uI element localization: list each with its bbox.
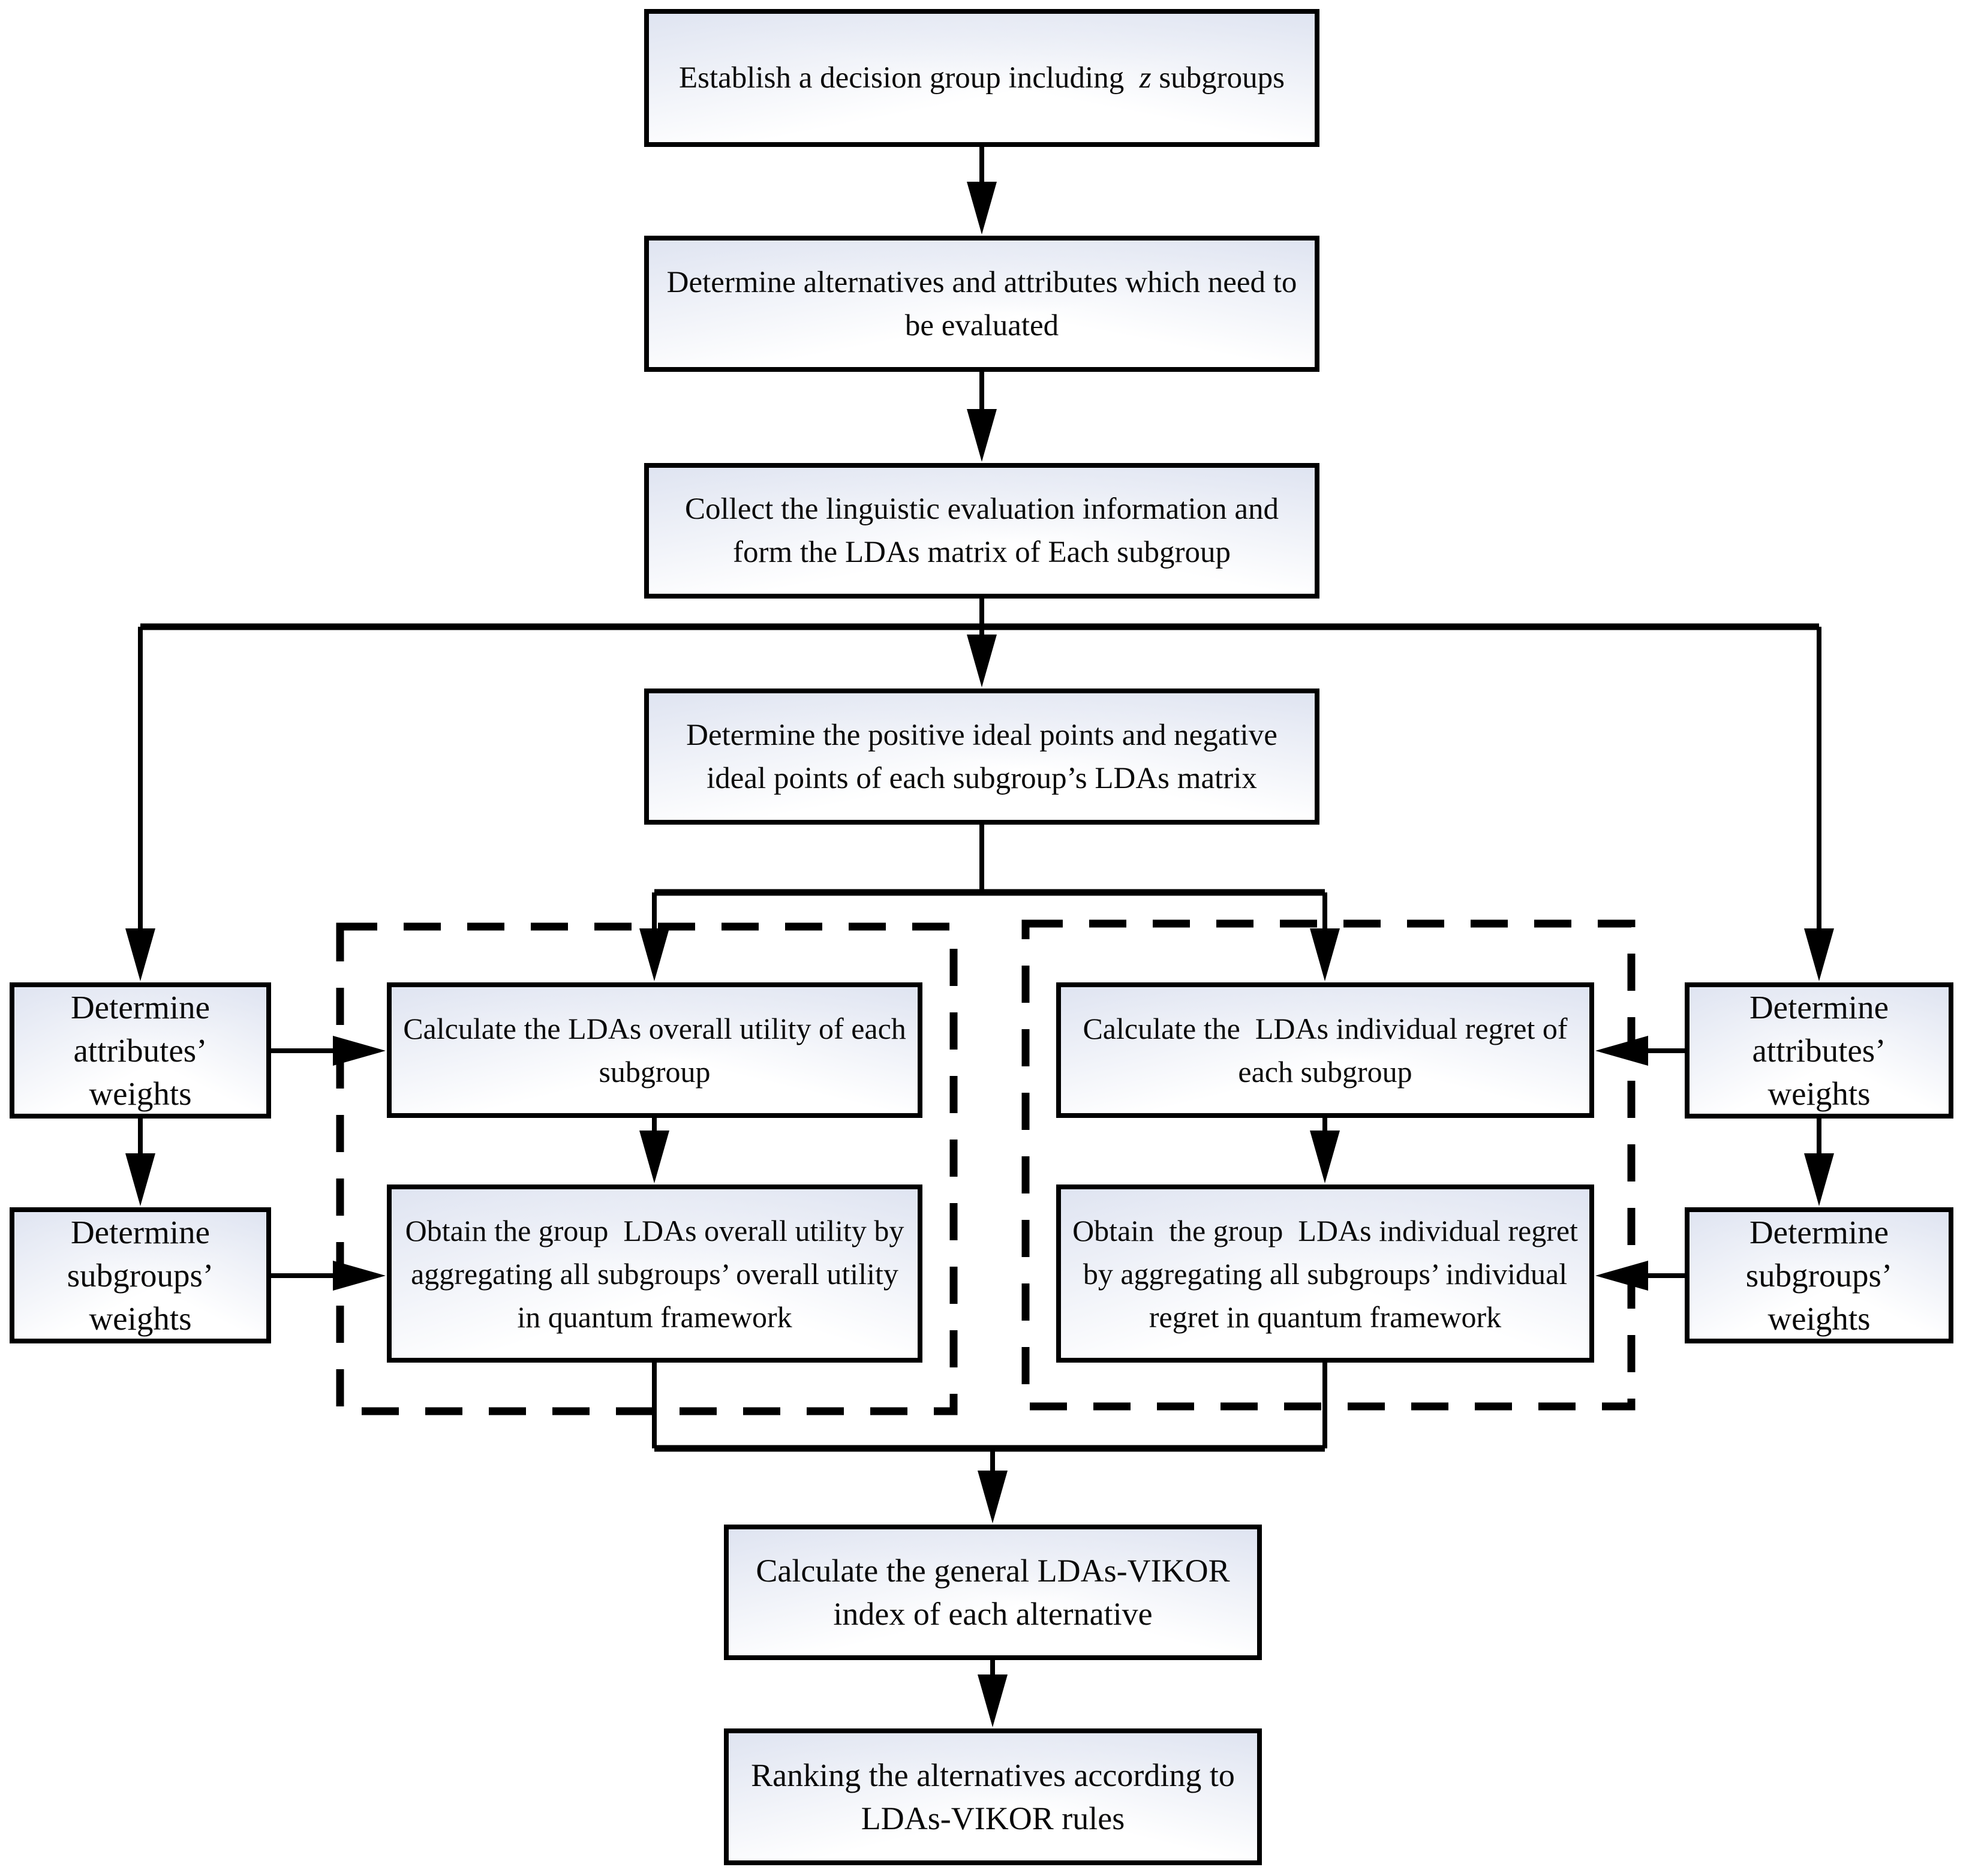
arrow-attr-left-to-calc-utility-head — [333, 1036, 386, 1066]
flow-box-ranking: Ranking the alternatives according to LD… — [724, 1728, 1262, 1865]
arrow-subgroups-left-to-obtain-utility-head — [333, 1261, 386, 1291]
arrow-attr-left-to-subgroups-head — [125, 1153, 155, 1206]
flow-box-label: Determine subgroups’ weights — [1745, 1213, 1901, 1337]
flow-box-label: Determine attributes’ weights — [70, 988, 218, 1112]
flow-box-calc-individual-regret: Calculate the LDAs individual regret of … — [1056, 982, 1594, 1118]
arrow-merge-to-vikor-head — [978, 1471, 1008, 1523]
split-drop-regret-head — [1310, 928, 1340, 981]
flow-box-obtain-group-regret: Obtain the group LDAs individual regret … — [1056, 1184, 1594, 1363]
flow-box-calc-overall-utility: Calculate the LDAs overall utility of ea… — [387, 982, 922, 1118]
split-drop-utility-head — [639, 928, 669, 981]
branch-drop-right-head — [1804, 928, 1834, 981]
flow-box-determine-alternatives: Determine alternatives and attributes wh… — [644, 236, 1319, 372]
flow-box-label: Establish a decision group including z s… — [678, 61, 1285, 95]
flow-box-collect-linguistic: Collect the linguistic evaluation inform… — [644, 463, 1319, 599]
flow-box-label: Calculate the LDAs overall utility of ea… — [403, 1012, 914, 1089]
flow-box-label: Determine alternatives and attributes wh… — [666, 265, 1305, 342]
flow-box-ideal-points: Determine the positive ideal points and … — [644, 689, 1319, 825]
dashed-group-individual-regret — [1021, 919, 1636, 1411]
flow-box-label: Calculate the general LDAs-VIKOR index o… — [756, 1553, 1238, 1632]
branch-drop-left-head — [125, 928, 155, 981]
arrow-calc-utility-to-obtain-head — [639, 1131, 669, 1183]
flow-box-label: Determine the positive ideal points and … — [686, 718, 1285, 795]
arrow-alternatives-to-collect-head — [967, 409, 997, 462]
arrow-collect-to-ideal-head — [967, 635, 997, 687]
flow-box-subgroups-weights-right: Determine subgroups’ weights — [1685, 1207, 1953, 1343]
dashed-group-overall-utility — [336, 922, 958, 1415]
arrow-subgroups-right-to-obtain-regret-head — [1595, 1261, 1648, 1291]
flow-box-attributes-weights-right: Determine attributes’ weights — [1685, 982, 1953, 1119]
arrow-attr-right-to-calc-regret-head — [1595, 1036, 1648, 1066]
flow-box-vikor-index: Calculate the general LDAs-VIKOR index o… — [724, 1525, 1262, 1660]
arrow-vikor-to-ranking-head — [978, 1674, 1008, 1727]
flow-box-label: Obtain the group LDAs individual regret … — [1072, 1213, 1586, 1334]
flow-box-label: Calculate the LDAs individual regret of … — [1083, 1012, 1576, 1089]
flow-box-label: Obtain the group LDAs overall utility by… — [405, 1213, 912, 1334]
flow-box-attributes-weights-left: Determine attributes’ weights — [10, 982, 271, 1119]
arrow-establish-to-alternatives-head — [967, 182, 997, 235]
flow-box-subgroups-weights-left: Determine subgroups’ weights — [10, 1207, 271, 1343]
flow-box-establish-group: Establish a decision group including z s… — [644, 9, 1319, 147]
flow-box-label: Determine subgroups’ weights — [67, 1213, 222, 1337]
arrow-attr-right-to-subgroups-head — [1804, 1153, 1834, 1206]
flow-box-label: Determine attributes’ weights — [1749, 988, 1897, 1112]
flow-box-obtain-group-utility: Obtain the group LDAs overall utility by… — [387, 1184, 922, 1363]
flow-box-label: Ranking the alternatives according to LD… — [751, 1757, 1243, 1836]
arrow-calc-regret-to-obtain-head — [1310, 1131, 1340, 1183]
flow-box-label: Collect the linguistic evaluation inform… — [684, 492, 1286, 569]
